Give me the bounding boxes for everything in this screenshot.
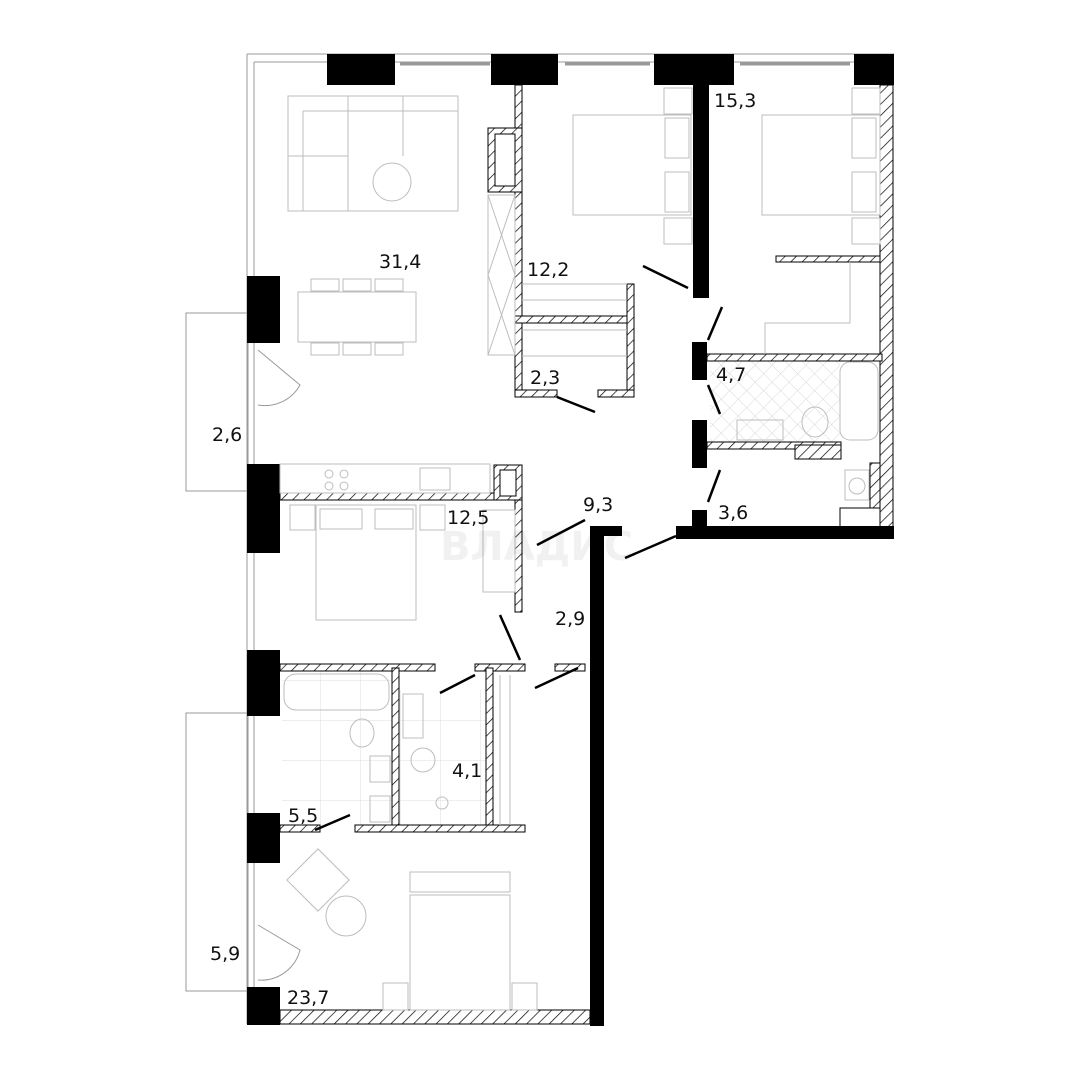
area-living-kitchen: 31,4 [379,251,421,273]
balcony-upper [185,312,249,492]
area-laundry: 3,6 [718,502,748,524]
area-master-bedroom: 23,7 [287,987,329,1009]
area-bathroom-2: 5,5 [288,805,318,827]
partition-walls [279,84,894,1025]
window-band [246,53,894,1024]
bathroom-1-floor [710,360,840,442]
bathroom-2-floor [282,668,392,826]
doors [257,264,724,981]
area-labels: 31,4 12,2 15,3 2,3 4,7 3,6 9,3 12,5 2,9 … [210,90,756,1009]
balcony-lower [185,712,249,992]
area-corridor: 2,9 [555,608,585,630]
bathroom-3-floor [400,690,486,826]
area-bedroom-2: 15,3 [714,90,756,112]
furniture [279,87,881,1011]
area-bathroom-1: 4,7 [716,364,746,386]
area-bedroom-1: 12,2 [527,259,569,281]
structural-walls [247,54,894,1026]
area-storage: 2,3 [530,367,560,389]
area-balcony-1: 2,6 [212,424,242,446]
area-balcony-2: 5,9 [210,943,240,965]
area-bedroom-3: 12,5 [447,507,489,529]
area-bathroom-3: 4,1 [452,760,482,782]
watermark: ВЛАДИС [440,524,633,570]
area-hall: 9,3 [583,494,613,516]
